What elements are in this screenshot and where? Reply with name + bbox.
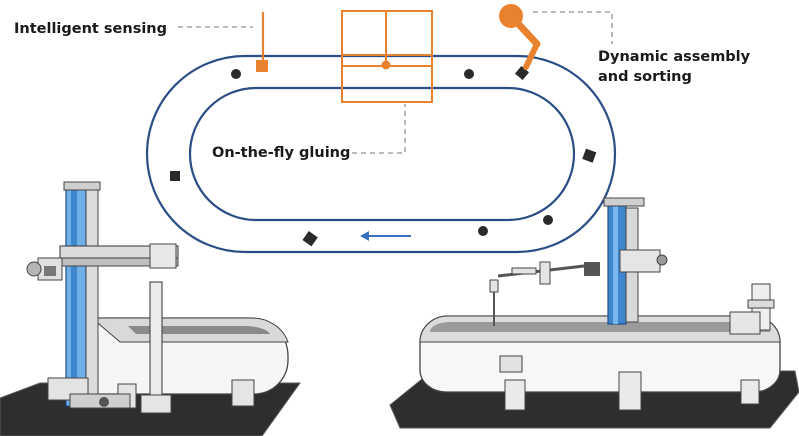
part-square xyxy=(170,171,180,181)
label-dynamic-assembly: Dynamic assembly and sorting xyxy=(598,47,750,87)
part-dot xyxy=(231,69,241,79)
track-schematic xyxy=(145,4,617,254)
gluing-gantry-icon xyxy=(341,10,433,103)
label-on-the-fly-gluing: On-the-fly gluing xyxy=(212,145,351,161)
part-square xyxy=(582,148,597,163)
part-dot xyxy=(464,69,474,79)
direction-arrow-icon xyxy=(360,231,411,241)
leader-assembly xyxy=(533,11,613,44)
inner-track xyxy=(188,86,576,222)
leader-lines xyxy=(178,11,613,154)
label-intelligent-sensing: Intelligent sensing xyxy=(14,21,168,37)
sensor-station-icon xyxy=(256,12,268,72)
part-square xyxy=(302,231,318,247)
label-dynamic-assembly-line2: and sorting xyxy=(598,69,692,85)
leader-gluing xyxy=(352,104,406,154)
label-dynamic-assembly-line1: Dynamic assembly xyxy=(598,49,751,65)
part-dot xyxy=(478,226,488,236)
robot-arm-icon xyxy=(499,4,541,70)
part-dot xyxy=(543,215,553,225)
right-machine-illustration xyxy=(389,197,799,429)
left-machine-illustration xyxy=(0,181,301,436)
